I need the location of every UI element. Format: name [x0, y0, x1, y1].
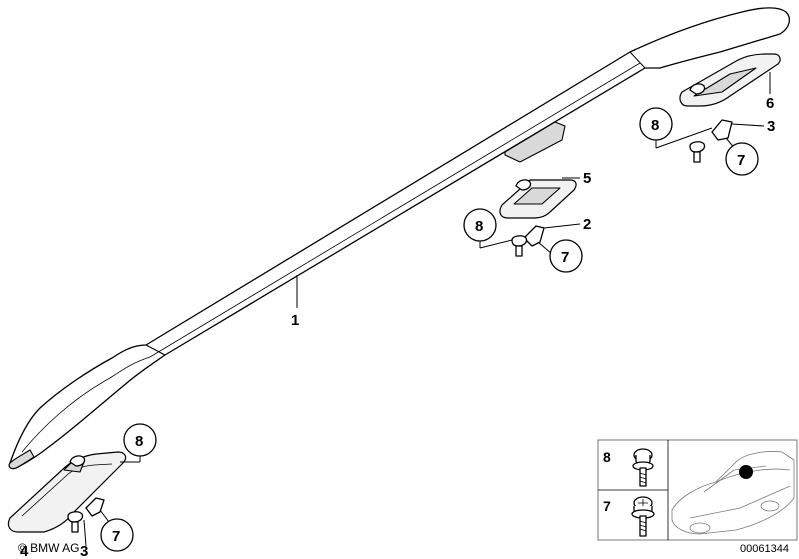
front-bracket [67, 497, 105, 533]
legend-panel: 8 7 [597, 439, 798, 541]
callout-3-bottom: 3 [80, 543, 88, 559]
copyright-label: © BMW AG [18, 541, 80, 555]
middle-foot-cover [499, 179, 577, 219]
callout-circle-7-bottom [100, 518, 134, 552]
screw-7-icon [631, 496, 655, 537]
callout-circle-8-bottom [123, 423, 157, 457]
legend-row-7: 7 [603, 498, 611, 514]
locator-dot-icon [739, 465, 753, 479]
callout-circle-7-top [725, 142, 759, 176]
legend-row-8: 8 [603, 449, 611, 465]
callout-4: 4 [20, 543, 29, 559]
middle-bracket [511, 225, 545, 257]
car-locator-icon [671, 451, 795, 535]
callout-5: 5 [583, 170, 591, 187]
callout-3-top: 3 [767, 118, 775, 135]
drawing-code: 00061344 [740, 543, 789, 555]
callout-circle-8-top [639, 107, 673, 141]
callout-2: 2 [583, 216, 591, 233]
callout-6: 6 [766, 95, 774, 112]
rear-bracket [689, 119, 733, 163]
roof-rail [8, 7, 791, 470]
callout-1: 1 [291, 312, 299, 329]
callout-circle-8-middle [463, 208, 497, 242]
screw-8-icon [632, 448, 654, 487]
callout-7-top: 7 [737, 152, 745, 169]
callout-7-bottom: 7 [112, 528, 120, 545]
callout-circle-7-middle [549, 239, 583, 273]
rear-foot-cover [679, 53, 781, 107]
callout-8-bottom: 8 [135, 433, 143, 450]
callout-8-middle: 8 [475, 218, 483, 235]
callout-7-middle: 7 [561, 249, 569, 266]
callout-8-top: 8 [651, 117, 659, 134]
